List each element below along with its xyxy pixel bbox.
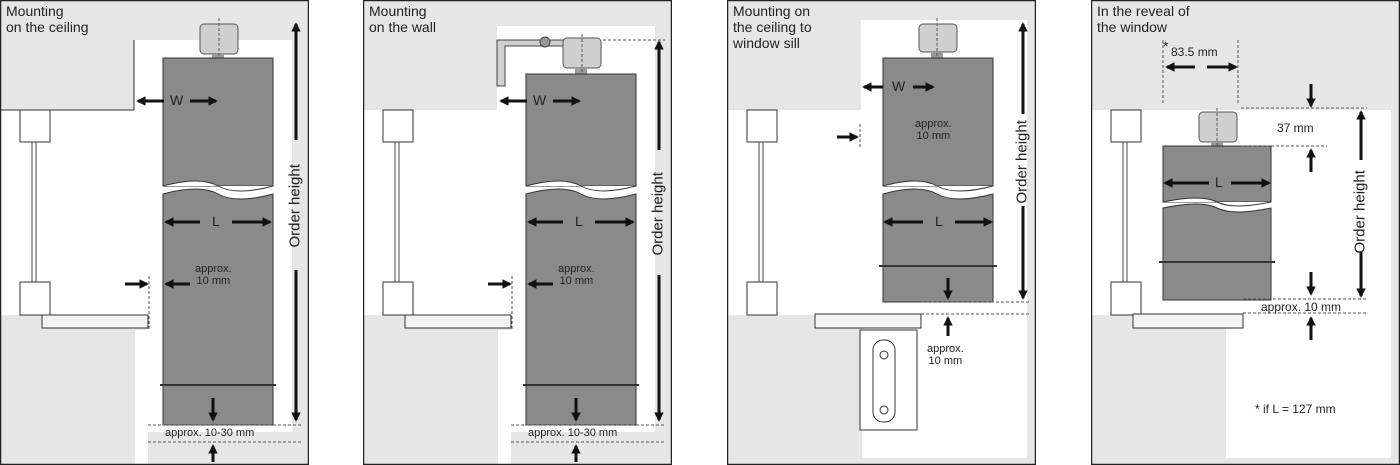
length-label: L (935, 213, 943, 229)
wall-mount-diagram (363, 0, 672, 465)
ceiling-mount-diagram (0, 0, 309, 465)
length-label: L (575, 213, 583, 229)
panel-wall-mount: Mounting on the wall W L approx. 10 mm a… (363, 0, 672, 465)
length-label: L (212, 213, 220, 229)
bottom-gap-label: approx. 10-30 mm (528, 427, 618, 439)
order-height-label: Order height (286, 164, 304, 248)
order-height-label: Order height (649, 172, 667, 256)
top-gap-label: 37 mm (1277, 121, 1314, 135)
bottom-gap-label: approx. 10 mm (927, 343, 964, 367)
gap-label: approx. 10 mm (915, 118, 952, 142)
order-height-label: Order height (1013, 120, 1031, 204)
length-label: L (1215, 174, 1223, 190)
width-label: W (533, 92, 547, 108)
footnote: * if L = 127 mm (1255, 402, 1336, 416)
width-label: W (892, 78, 906, 94)
bottom-gap-label: approx. 10-30 mm (165, 427, 255, 439)
panel-ceiling-mount: Mounting on the ceiling W L approx. 10 m… (0, 0, 309, 465)
depth-label: 83.5 mm (1171, 45, 1218, 59)
order-height-label: Order height (1351, 170, 1369, 254)
panel-title: Mounting on the ceiling (6, 3, 89, 35)
bottom-gap-label: approx. 10 mm (1261, 300, 1342, 314)
ceiling-to-sill-diagram (727, 0, 1036, 465)
gap-label: approx. 10 mm (558, 263, 595, 287)
panel-title: Mounting on the ceiling to window sill (733, 3, 812, 51)
panel-title: In the reveal of the window (1097, 3, 1190, 35)
asterisk-mark: * (1163, 38, 1169, 54)
panel-ceiling-to-sill: Mounting on the ceiling to window sill W… (727, 0, 1036, 465)
panel-title: Mounting on the wall (369, 3, 436, 35)
window-reveal-diagram (1091, 0, 1400, 465)
width-label: W (170, 92, 184, 108)
gap-label: approx. 10 mm (195, 263, 232, 287)
panel-window-reveal: In the reveal of the window * 83.5 mm 37… (1091, 0, 1400, 465)
